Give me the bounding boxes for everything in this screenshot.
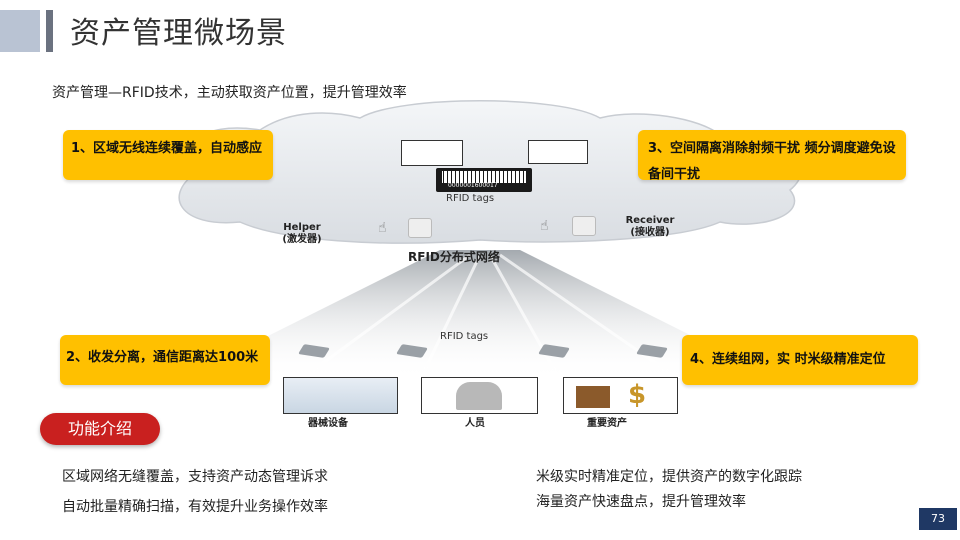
helper-device-icon (408, 218, 432, 238)
helper-hand-icon: ☝ (378, 220, 387, 236)
receiver-label-en: Receiver (625, 215, 675, 226)
title-accent-block (0, 10, 40, 52)
callout-positioning: 4、连续组网，实 时米级精准定位 (682, 335, 918, 385)
beam-ray (499, 253, 681, 382)
receiver-label: Receiver (接收器) (620, 215, 680, 239)
feature-left-2: 自动批量精确扫描，有效提升业务操作效率 (62, 499, 328, 515)
helper-label: Helper (激发器) (272, 222, 332, 246)
receiver-device-icon (572, 216, 596, 236)
function-intro-label: 功能介绍 (40, 413, 160, 445)
feature-left-1: 区域网络无缝覆盖，支持资产动态管理诉求 (62, 469, 328, 485)
important-asset-image: $ (563, 377, 678, 414)
signal-beam (180, 250, 780, 380)
helper-label-en: Helper (283, 222, 321, 233)
page-title: 资产管理微场景 (70, 16, 287, 51)
receiver-hand-icon: ☝ (540, 218, 549, 234)
rfid-tags-label: RFID tags (446, 193, 495, 204)
receiver-label-cn: (接收器) (630, 227, 670, 238)
helper-label-cn: (激发器) (282, 234, 322, 245)
beam-ray (418, 254, 482, 381)
feature-right-1: 米级实时精准定位，提供资产的数字化跟踪 (536, 469, 802, 485)
barcode-number: 0000001600017 (448, 182, 498, 189)
rfid-reader-device-icon (401, 140, 463, 166)
barcode-tag-icon: 0000001600017 (436, 168, 532, 192)
callout-distance: 2、收发分离，通信距离达100米 (60, 335, 270, 385)
callout-interference: 3、空间隔离消除射频干扰 频分调度避免设备间干扰 (638, 130, 906, 182)
page-number: 73 (919, 508, 957, 530)
beam-ray (488, 254, 562, 381)
equipment-image (283, 377, 398, 414)
house-icon (576, 386, 610, 408)
feature-right-2: 海量资产快速盘点，提升管理效率 (536, 494, 746, 510)
item-label-personnel: 人员 (465, 418, 485, 429)
item-label-equipment: 器械设备 (308, 418, 348, 429)
rfid-tags-label: RFID tags (440, 331, 489, 342)
dollar-icon: $ (628, 380, 647, 410)
barcode-lines (442, 171, 526, 183)
page-subtitle: 资产管理—RFID技术，主动获取资产位置，提升管理效率 (52, 85, 407, 101)
title-accent-bar (46, 10, 53, 52)
item-label-asset: 重要资产 (587, 418, 627, 429)
rfid-reader-device-icon (528, 140, 588, 164)
network-label: RFID分布式网络 (408, 250, 500, 264)
personnel-image (421, 377, 538, 414)
callout-coverage: 1、区域无线连续覆盖，自动感应 (63, 130, 273, 180)
person-icon (456, 382, 502, 410)
beam-ray (299, 253, 471, 382)
